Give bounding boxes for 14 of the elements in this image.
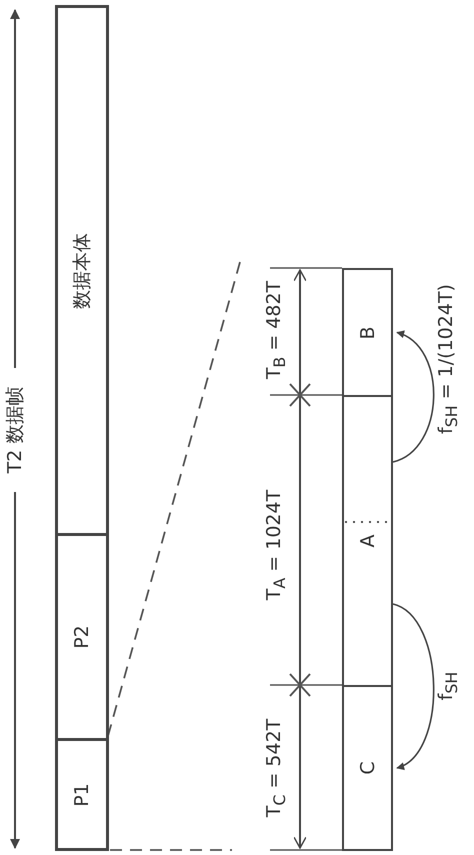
- symbol-cell: [342, 685, 393, 851]
- segment-label: C: [356, 761, 378, 775]
- curved-arrow: [392, 332, 434, 463]
- symbol-cell: [342, 268, 393, 397]
- segment-label: 数据本体: [70, 232, 94, 308]
- frame-segment: [55, 5, 109, 536]
- symbol-cell: [342, 395, 393, 687]
- segment-label: A: [356, 534, 378, 548]
- frame-segment: [55, 533, 109, 741]
- segment-label: B: [356, 326, 378, 340]
- curved-arrow: [392, 603, 434, 769]
- segment-label: P1: [71, 782, 93, 806]
- frame-segment: [55, 738, 109, 851]
- segment-label: P2: [71, 625, 93, 649]
